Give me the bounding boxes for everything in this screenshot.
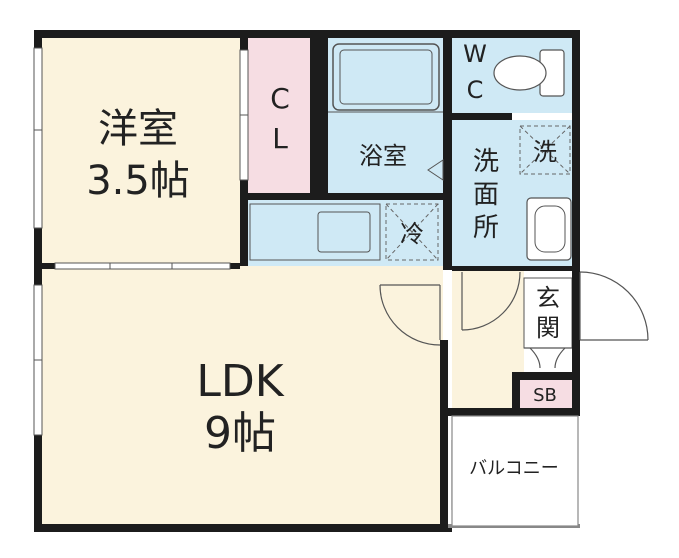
balcony-area [451, 415, 579, 527]
washroom-label-3: 所 [473, 213, 499, 243]
closet-label-c: C [270, 82, 290, 115]
shoebox-label: SB [533, 385, 557, 406]
ldk-size: 9帖 [204, 408, 276, 459]
washroom-label-1: 洗 [473, 147, 499, 177]
closet-label-l: L [272, 122, 288, 155]
fridge-label: 冷 [400, 220, 424, 248]
closet-floor [248, 38, 310, 193]
shoebox-floor [518, 380, 572, 408]
bath-door-mark [427, 159, 444, 181]
entrance-label-1: 玄 [536, 284, 560, 312]
wc-label-c: C [467, 76, 484, 104]
ldk-floor [40, 266, 443, 526]
washer-label: 洗 [533, 138, 557, 166]
bathtub [332, 43, 440, 111]
western-room-name: 洋室 [98, 106, 178, 152]
kitchen-counter [249, 203, 381, 261]
washbasin [526, 197, 572, 261]
walls [34, 30, 580, 532]
entrance-label-2: 関 [536, 314, 560, 342]
washbasin-bowl [534, 205, 566, 253]
wc-label-w: W [463, 40, 487, 68]
balcony-label: バルコニー [469, 458, 559, 479]
washer-diag-1 [519, 125, 571, 175]
kitchen-sink [317, 211, 371, 253]
ldk-label: LDK [196, 356, 284, 407]
fridge-diag-2 [385, 203, 439, 261]
western-room-floor [40, 38, 240, 266]
washer-space [519, 125, 571, 175]
fridge-space [385, 203, 439, 261]
washer-diag-2 [519, 125, 571, 175]
toilet-bowl [493, 55, 547, 91]
bathtub-inner [339, 49, 433, 105]
window-mullions [34, 114, 248, 361]
western-room-size: 3.5帖 [86, 158, 190, 204]
washroom-label-2: 面 [473, 180, 499, 210]
bath-label: 浴室 [359, 142, 407, 170]
